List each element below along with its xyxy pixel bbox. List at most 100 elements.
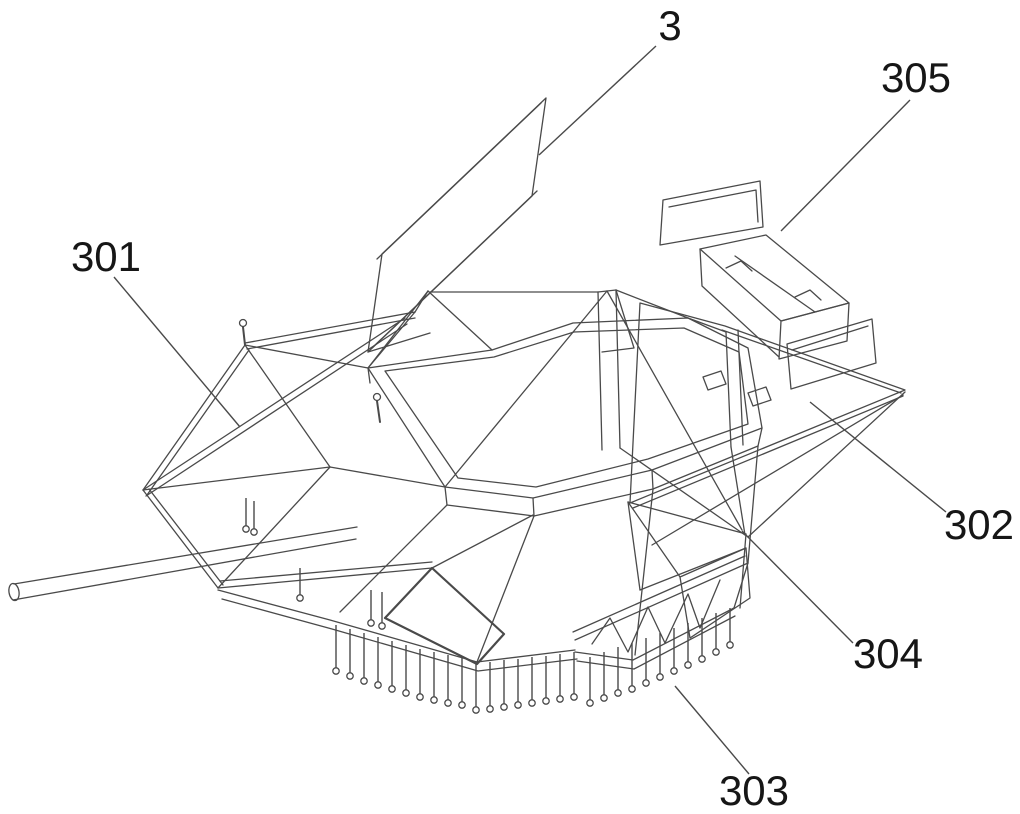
apex-beam-upper — [217, 567, 433, 589]
box-foot-2 — [747, 386, 772, 407]
skirt-pin-ball — [628, 685, 636, 693]
skirt-pin-ball — [250, 528, 258, 536]
wing-top-chord-2 — [146, 349, 250, 496]
deck-post-left — [725, 331, 732, 448]
skirt-pin-ball — [698, 655, 706, 663]
skirt-pin-ball — [642, 679, 650, 687]
skirt-pin-ball — [346, 672, 354, 680]
deck-corner-brace — [747, 391, 906, 538]
skirt-pin-ball — [472, 706, 480, 714]
leader-line-3 — [538, 45, 657, 156]
skirt-pin-ball — [388, 685, 396, 693]
part-label-305: 305 — [881, 54, 951, 101]
plate-side-edge — [367, 311, 416, 369]
post-cap-ball — [238, 318, 248, 328]
ring-tick-5 — [367, 367, 371, 384]
wing-vertical-brace — [244, 344, 331, 468]
frame-box-right — [679, 547, 751, 639]
leader-line-302 — [809, 401, 947, 513]
frame-link — [730, 446, 746, 536]
mast-skirt-diagonal — [639, 547, 747, 591]
wing-mid-beam — [142, 466, 331, 491]
part-label-304: 304 — [853, 630, 923, 677]
skirt-pin-ball — [656, 673, 664, 681]
skirt-front-rail-2 — [221, 598, 578, 672]
ring-tick-3 — [651, 469, 654, 490]
part-label-301: 301 — [71, 233, 141, 280]
deck-back-edge-inner — [721, 329, 902, 394]
skirt-pin-ball — [514, 701, 522, 709]
box-back-wall-inner — [668, 189, 759, 223]
wing-diagonal-301-b — [145, 323, 408, 497]
cage-post-center — [476, 515, 535, 663]
mast-diagonal-right — [606, 290, 743, 531]
skirt-pin-ball — [570, 693, 578, 701]
skirt-pin-ball — [712, 648, 720, 656]
skirt-pin-ball — [556, 695, 564, 703]
hatch-hinge-beam — [367, 332, 431, 353]
deck-outline — [629, 302, 906, 504]
box-block-left — [699, 248, 780, 358]
leader-line-305 — [780, 99, 911, 232]
fan-brace-3 — [414, 290, 429, 313]
skirt-pin-ball — [500, 703, 508, 711]
part-label-303: 303 — [719, 767, 789, 814]
deck-spike-brace — [651, 394, 904, 546]
skirt-front-rail — [217, 589, 576, 663]
hatch-panel-outline — [367, 97, 547, 353]
wing-bottom-chord — [142, 489, 219, 589]
ring-lower-rim — [446, 445, 759, 517]
deck-post-left-2 — [737, 329, 744, 446]
barrel-bottom-edge — [12, 538, 357, 601]
mast-post-left — [597, 291, 603, 451]
skirt-pin-ball — [430, 696, 438, 704]
skirt-pin-ball — [378, 622, 386, 630]
skirt-pin-ball — [614, 689, 622, 697]
box-notch-1 — [725, 260, 753, 272]
cage-post-far-right — [747, 445, 759, 564]
plate-back-edge-2 — [246, 317, 416, 350]
box-front-wall — [786, 318, 877, 390]
skirt-pin-ball — [367, 619, 375, 627]
skirt-pin-ball — [528, 699, 536, 707]
barrel-top-edge — [13, 526, 358, 585]
box-front-wall-inner — [791, 325, 869, 351]
wing-diagonal-301 — [142, 317, 406, 491]
skirt-pin-ball — [458, 701, 466, 709]
right-post — [739, 533, 747, 609]
cage-diagonal-left — [339, 504, 448, 613]
frame-x-brace-1 — [619, 447, 746, 536]
skirt-pin-ball — [586, 699, 594, 707]
leader-line-303 — [674, 685, 750, 775]
wing-cap-post-2 — [376, 400, 381, 423]
skirt-right-upper-rail-2 — [572, 555, 746, 633]
box-foot-1 — [702, 370, 727, 391]
frame-x-brace-3 — [627, 501, 681, 578]
deck-front-edge-inner — [632, 395, 904, 509]
skirt-pin-ball — [670, 667, 678, 675]
mast-diagonal-left — [444, 290, 608, 488]
mast-beam-right — [615, 289, 689, 319]
fan-brace-2 — [427, 290, 493, 351]
plate-front-edge — [244, 344, 369, 369]
frame-x-brace-2 — [627, 501, 747, 535]
skirt-right-end — [733, 562, 749, 609]
ring-outer — [367, 317, 763, 499]
mast-post-right — [615, 289, 621, 449]
skirt-zigzag-brace — [591, 579, 721, 653]
bottom-opening-edge — [431, 514, 534, 569]
ring-deck-link — [687, 317, 727, 333]
apex-beam-upper-2 — [219, 561, 433, 582]
skirt-pin-ball — [296, 594, 304, 602]
box-notch-2 — [794, 289, 822, 301]
skirt-pin-ball — [242, 525, 250, 533]
skirt-pin-ball — [542, 697, 550, 705]
mast-side-brace — [601, 289, 635, 353]
skirt-pin-ball — [600, 694, 608, 702]
skirt-pin-ball — [374, 681, 382, 689]
post-cap-ball — [372, 392, 382, 402]
bottom-opening — [383, 566, 506, 666]
ring-inner — [384, 327, 749, 488]
